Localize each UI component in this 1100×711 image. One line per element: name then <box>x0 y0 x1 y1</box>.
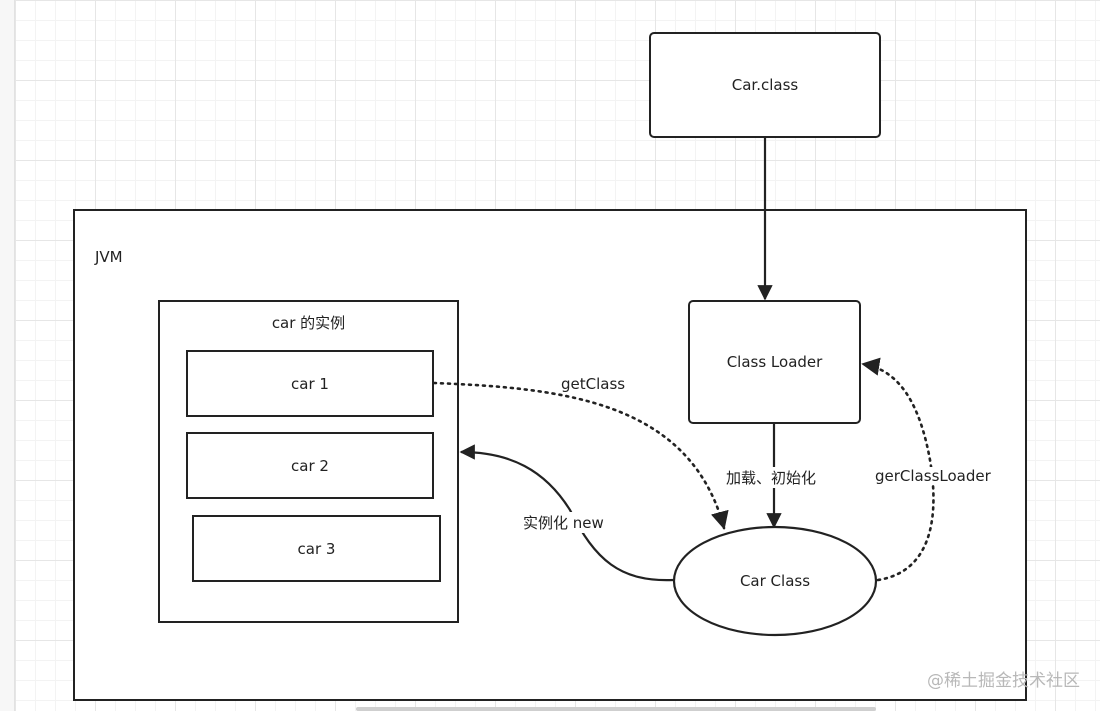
car2-node[interactable]: car 2 <box>186 432 434 499</box>
edge-label-instantiate: 实例化 new <box>520 512 607 533</box>
car-class-node[interactable] <box>672 525 878 637</box>
jvm-label: JVM <box>95 248 123 266</box>
watermark: @稀土掘金技术社区 <box>927 671 1080 691</box>
car-class-file-label: Car.class <box>731 76 799 94</box>
instances-group-label: car 的实例 <box>271 314 346 332</box>
car1-label: car 1 <box>291 374 329 393</box>
horizontal-scrollbar[interactable] <box>356 707 876 711</box>
car-class-label: Car Class <box>739 572 811 590</box>
car3-node[interactable]: car 3 <box>192 515 441 582</box>
class-loader-label: Class Loader <box>726 353 823 371</box>
arrow-get-class <box>432 381 729 530</box>
class-loader-node[interactable]: Class Loader <box>688 300 861 424</box>
left-panel-strip <box>0 0 15 711</box>
edge-label-get-class-loader: gerClassLoader <box>872 467 994 485</box>
car1-node[interactable]: car 1 <box>186 350 434 417</box>
edge-label-load-init: 加载、初始化 <box>724 467 819 488</box>
car3-label: car 3 <box>297 539 336 558</box>
arrow-instantiate <box>459 444 674 582</box>
arrow-get-class-loader <box>861 357 935 582</box>
car-class-file-node[interactable]: Car.class <box>649 32 881 138</box>
edge-label-get-class: getClass <box>558 375 629 393</box>
car2-label: car 2 <box>291 456 329 475</box>
